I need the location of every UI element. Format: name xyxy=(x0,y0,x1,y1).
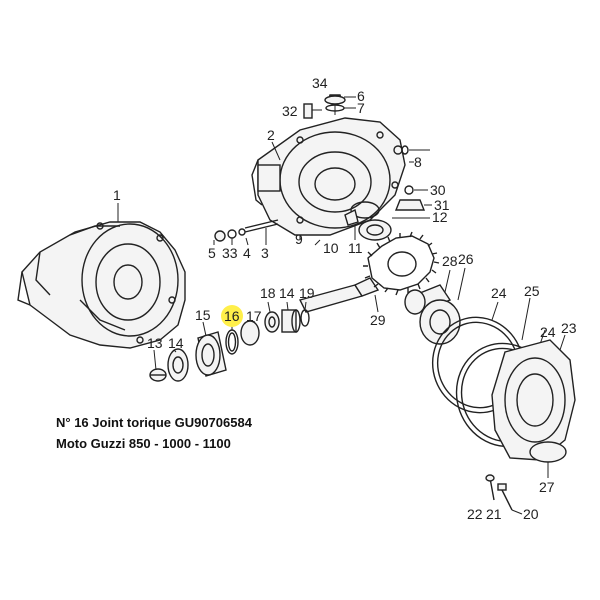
pinion-shaft-and-crown xyxy=(298,231,440,313)
callout-31: 31 xyxy=(434,197,450,213)
bearing-stack xyxy=(299,201,430,246)
callout-14a: 14 xyxy=(168,335,184,351)
callout-3: 3 xyxy=(261,245,269,261)
sleeve-part-15 xyxy=(195,321,227,377)
bearing-part-26 xyxy=(404,267,466,345)
caption-part-description: N° 16 Joint torique GU90706584 xyxy=(56,415,252,430)
breather-parts xyxy=(303,94,356,119)
callout-23: 23 xyxy=(561,320,577,336)
highlight-marker xyxy=(221,305,243,327)
bottom-bolts xyxy=(485,474,523,515)
callout-29: 29 xyxy=(370,312,386,328)
callout-11: 11 xyxy=(348,240,363,256)
callout-13: 13 xyxy=(147,335,163,351)
caption-model-list: Moto Guzzi 850 - 1000 - 1100 xyxy=(56,436,231,451)
final-drive-assembly xyxy=(17,203,186,349)
callout-26: 26 xyxy=(458,251,474,267)
housing-part-2 xyxy=(251,117,406,236)
callout-22: 22 xyxy=(467,506,483,522)
callout-32: 32 xyxy=(282,103,298,119)
callout-14b: 14 xyxy=(279,285,295,301)
callout-10: 10 xyxy=(323,240,339,256)
callout-27: 27 xyxy=(539,479,555,495)
callout-24a: 24 xyxy=(491,285,507,301)
callout-19: 19 xyxy=(299,285,315,301)
callout-33: 33 xyxy=(222,245,238,261)
callout-34: 34 xyxy=(312,75,328,91)
right-small-parts xyxy=(393,145,432,211)
callout-28: 28 xyxy=(442,253,458,269)
callout-17: 17 xyxy=(246,308,262,324)
callout-6: 6 xyxy=(357,88,365,104)
callout-4: 4 xyxy=(243,245,251,261)
callout-21: 21 xyxy=(486,506,502,522)
bolt-set-left xyxy=(213,219,279,246)
callout-15: 15 xyxy=(195,307,211,323)
shaft-rings xyxy=(240,301,310,346)
cover-part-23 xyxy=(491,334,576,478)
callout-12: 12 xyxy=(432,209,448,225)
callout-16: 16 xyxy=(224,308,240,324)
seals-13-14 xyxy=(149,348,189,382)
callout-25: 25 xyxy=(524,283,540,299)
callout-labels: 1 2 3 4 5 6 7 8 9 10 11 12 13 14 15 16 1… xyxy=(113,75,577,522)
callout-5: 5 xyxy=(208,245,216,261)
callout-18: 18 xyxy=(260,285,276,301)
callout-20: 20 xyxy=(523,506,539,522)
callout-7: 7 xyxy=(357,100,365,116)
callout-24b: 24 xyxy=(540,324,556,340)
callout-8: 8 xyxy=(414,154,422,170)
callout-30: 30 xyxy=(430,182,446,198)
callout-2: 2 xyxy=(267,127,275,143)
callout-9: 9 xyxy=(295,231,303,247)
callout-1: 1 xyxy=(113,187,121,203)
